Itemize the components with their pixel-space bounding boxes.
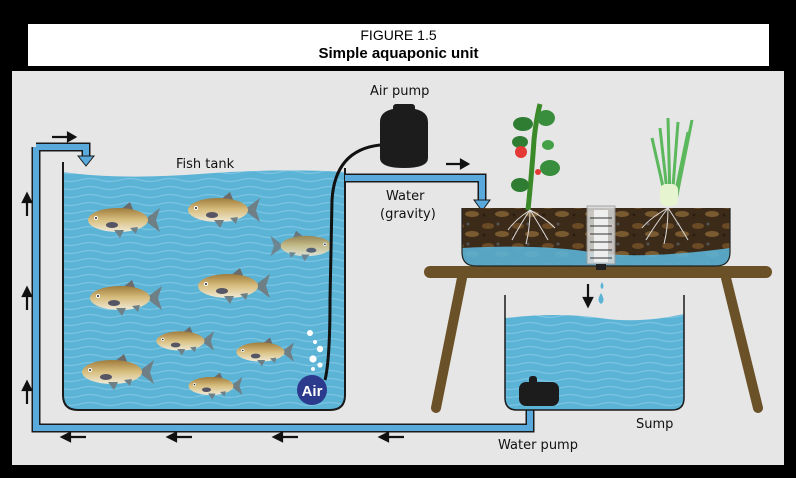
fish-tank: Fish tank (62, 157, 346, 411)
arrow-up-icon (21, 191, 33, 216)
tomato-plant-icon (507, 103, 560, 245)
sump-label: Sump (636, 417, 673, 432)
arrow-left-icon (271, 431, 298, 443)
bubbles-icon (307, 330, 324, 371)
figure-caption: FIGURE 1.5 Simple aquaponic unit (28, 24, 769, 66)
siphon-icon (586, 205, 616, 270)
arrow-up-icon (21, 285, 33, 310)
arrow-right-icon (52, 131, 78, 143)
arrow-right-icon (446, 158, 471, 170)
spring-onion-icon (641, 117, 694, 245)
figure-title: Simple aquaponic unit (318, 45, 479, 62)
table (424, 266, 772, 413)
arrow-left-icon (59, 431, 86, 443)
air-line (323, 143, 381, 381)
flow-arrows (21, 131, 594, 443)
arrow-left-icon (377, 431, 404, 443)
arrow-up-icon (21, 379, 33, 404)
air-stone-label: Air (302, 383, 323, 400)
fish-tank-label: Fish tank (176, 157, 235, 172)
gravity-pipe (345, 173, 491, 212)
air-pump-label: Air pump (370, 84, 429, 99)
drip-icon (598, 282, 604, 304)
water-pump-label: Water pump (498, 438, 578, 453)
air-pump-icon (380, 104, 428, 168)
figure-number: FIGURE 1.5 (360, 27, 437, 43)
water-pump-icon (519, 376, 559, 406)
arrow-down-icon (582, 284, 594, 309)
water-label: Water (386, 189, 425, 204)
gravity-label: (gravity) (380, 207, 436, 222)
return-pipe (31, 142, 535, 433)
air-stone-icon (297, 375, 327, 405)
arrow-left-icon (165, 431, 192, 443)
